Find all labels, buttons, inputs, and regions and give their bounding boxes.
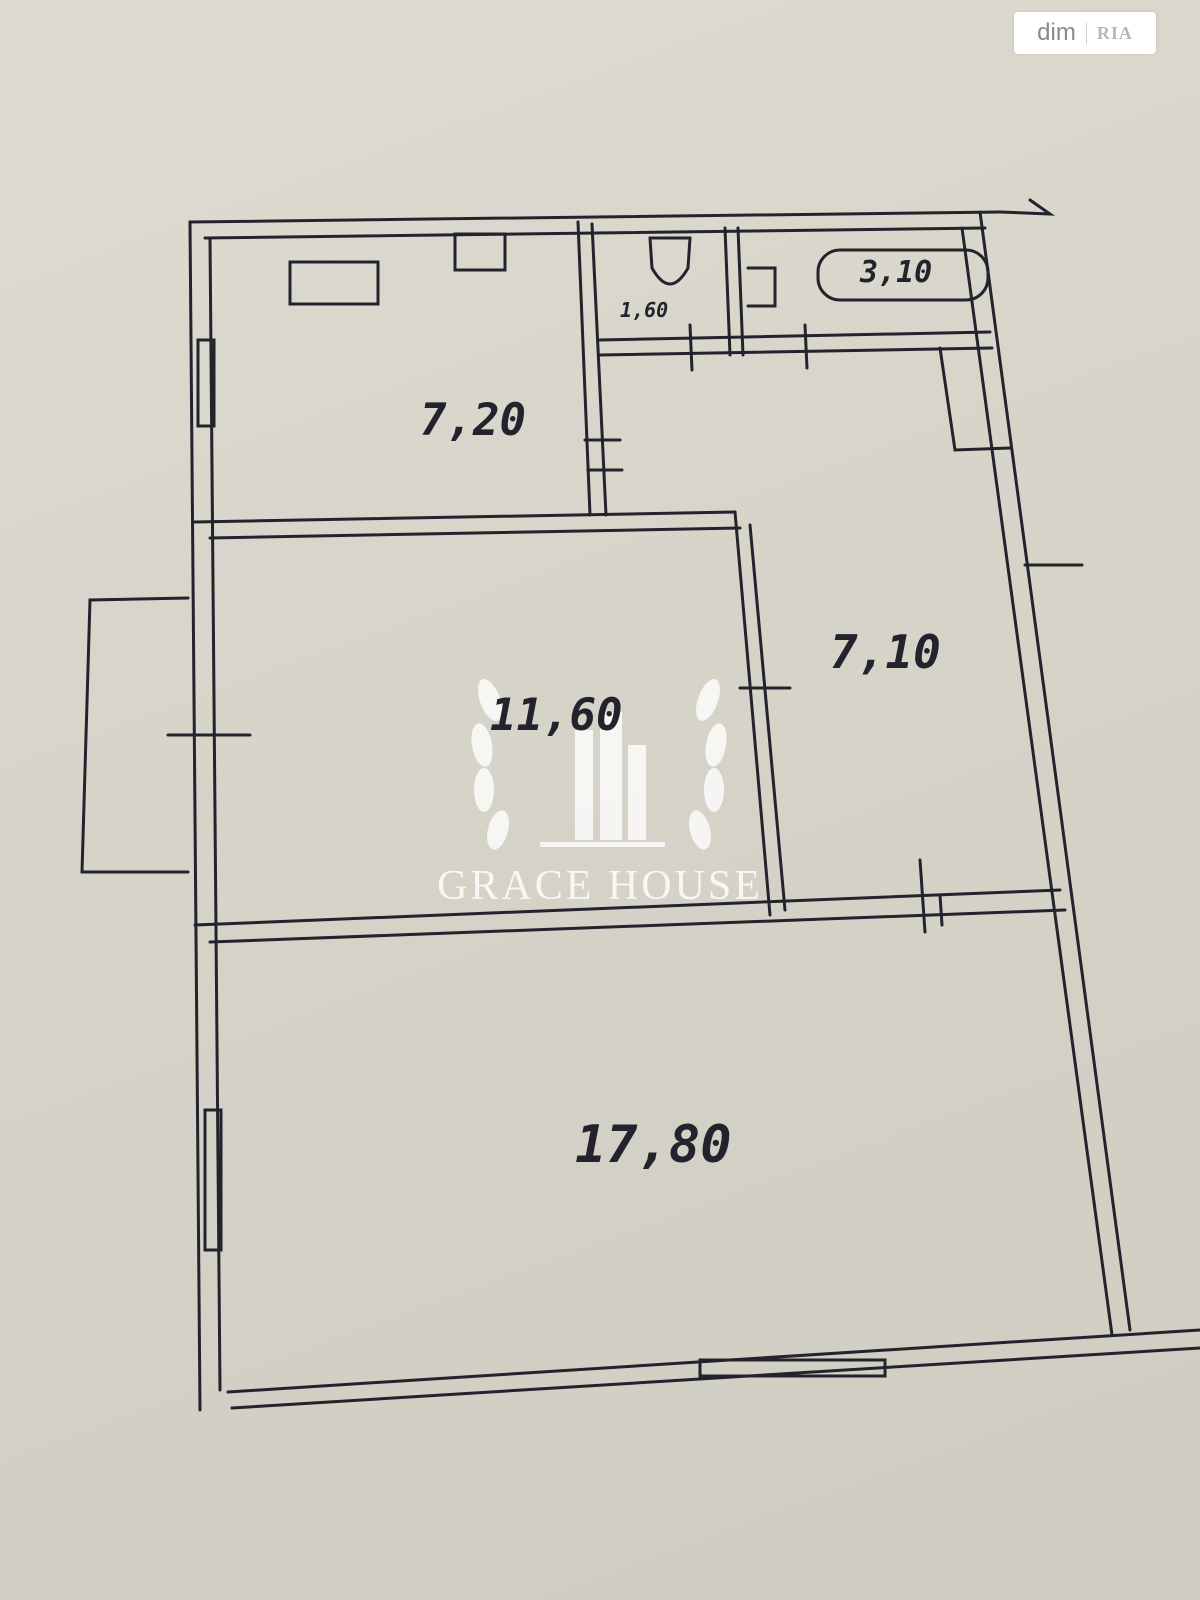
door-mark-6	[688, 323, 694, 372]
window-bottom	[698, 1358, 887, 1378]
label-toilet-area: 1,60	[620, 298, 669, 322]
wall-right-inner	[960, 226, 1114, 1337]
door-mark-5	[938, 893, 944, 927]
kitchen-sink-shape	[453, 232, 507, 272]
window-left-bottom	[203, 1108, 223, 1252]
window-left-top	[196, 338, 216, 428]
wall-right-outer	[978, 210, 1132, 1332]
door-mark-4	[918, 858, 927, 934]
grace-house-logo	[471, 679, 727, 850]
dim-ria-badge: dim RIA	[1014, 12, 1156, 54]
label-corridor-area: 7,10	[830, 625, 941, 679]
wall-bottom-outer	[230, 1346, 1200, 1410]
wall-kitchen-right-2	[590, 222, 608, 517]
label-room-middle-area: 11,60	[490, 690, 623, 741]
wall-top-inner	[203, 226, 987, 240]
label-bathroom-area: 3,10	[860, 255, 933, 290]
label-kitchen-area: 7,20	[420, 395, 526, 446]
sink-shape	[746, 266, 777, 308]
wall-mid-bottom-2	[208, 908, 1067, 944]
wall-mid-right-2	[748, 523, 787, 912]
wall-mid-right-1	[733, 510, 772, 917]
watermark-text: GRACE HOUSE	[437, 863, 763, 909]
arrow-top-right	[998, 198, 1056, 216]
wall-bath-bottom-1	[598, 330, 992, 342]
toilet-shape	[648, 236, 692, 286]
badge-sub: RIA	[1085, 22, 1133, 44]
label-room-large-area: 17,80	[575, 1115, 732, 1175]
door-mark-7	[803, 323, 809, 370]
wall-bath-1	[723, 226, 732, 357]
niche-line	[938, 346, 1012, 452]
bathtub-shape	[816, 248, 990, 302]
stove-shape	[288, 260, 380, 306]
balcony-shape	[80, 596, 190, 874]
wall-bath-2	[736, 226, 745, 357]
wall-top-outer	[188, 210, 1002, 224]
wall-mid-bottom-1	[193, 888, 1062, 927]
wall-mid-top-2	[208, 526, 742, 540]
wall-kitchen-right-1	[576, 220, 592, 517]
wall-left-outer	[188, 220, 202, 1412]
wall-mid-top-1	[193, 510, 737, 524]
badge-brand: dim	[1037, 19, 1076, 46]
wall-bath-bottom-2	[598, 346, 994, 357]
wall-left-inner	[208, 236, 222, 1392]
